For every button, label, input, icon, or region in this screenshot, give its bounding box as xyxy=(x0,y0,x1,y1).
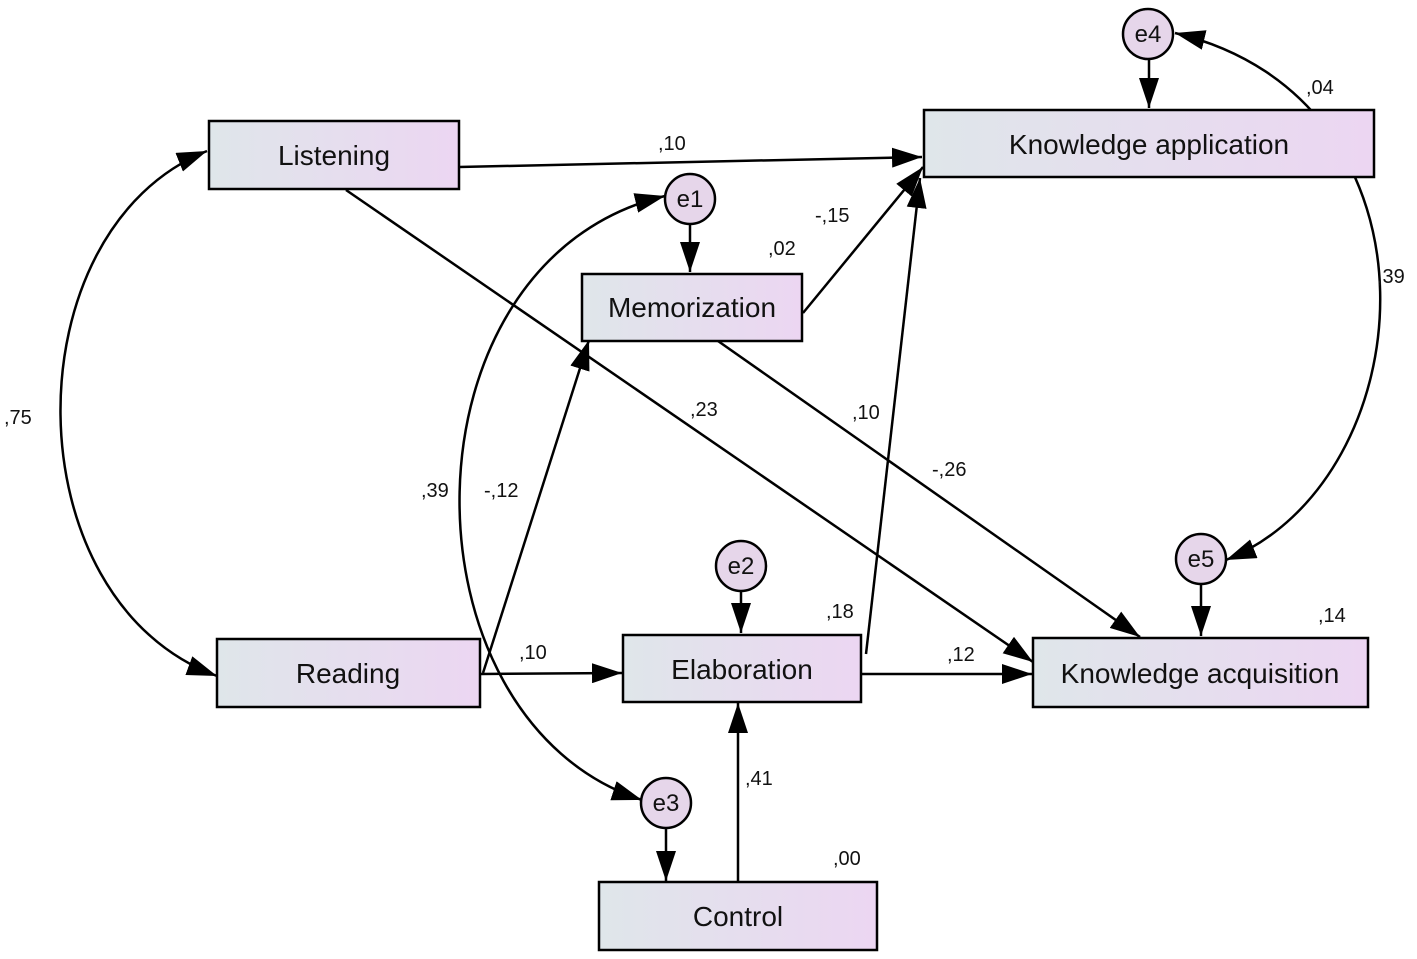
path-listening-acquisition xyxy=(345,188,1034,664)
coef-covariance-e4-e5: ,39 xyxy=(1377,266,1405,288)
coef-reading-memorization: -,12 xyxy=(484,480,518,502)
coef-listening-application: ,10 xyxy=(658,133,686,155)
path-elaboration-application xyxy=(864,177,927,655)
error-e2-label: e2 xyxy=(728,553,755,580)
coef-covariance-listening-reading: ,75 xyxy=(4,407,32,429)
path-listening-application xyxy=(458,147,923,169)
error-e3-label: e3 xyxy=(653,790,680,817)
node-reading-label: Reading xyxy=(296,658,400,689)
node-elaboration: Elaboration xyxy=(621,633,863,704)
coef-elaboration-application: ,10 xyxy=(852,402,880,424)
error-e5-label: e5 xyxy=(1188,546,1215,573)
r2-knowledge-application: ,04 xyxy=(1306,77,1334,99)
path-memorization-application xyxy=(802,166,924,314)
error-e2: e2 xyxy=(714,539,768,593)
node-control: Control xyxy=(597,880,879,952)
path-reading-memorization xyxy=(481,339,591,674)
coef-reading-elaboration: ,10 xyxy=(519,642,547,664)
covariance-listening-reading xyxy=(59,149,218,678)
coef-control-elaboration: ,41 xyxy=(745,768,773,790)
error-e3: e3 xyxy=(639,776,693,830)
r2-memorization: ,02 xyxy=(768,238,796,260)
node-elaboration-label: Elaboration xyxy=(671,654,813,685)
coef-memorization-application: -,15 xyxy=(815,205,849,227)
node-control-label: Control xyxy=(693,901,783,932)
node-listening-label: Listening xyxy=(278,140,390,171)
error-e4-label: e4 xyxy=(1135,21,1162,48)
node-knowledge-acquisition-label: Knowledge acquisition xyxy=(1061,658,1340,689)
coef-listening-acquisition: ,23 xyxy=(690,399,718,421)
path-memorization-acquisition xyxy=(717,339,1141,639)
r2-knowledge-acquisition: ,14 xyxy=(1318,605,1346,627)
r2-elaboration: ,18 xyxy=(826,601,854,623)
node-memorization-label: Memorization xyxy=(608,292,776,323)
node-knowledge-application-label: Knowledge application xyxy=(1009,129,1289,160)
node-listening: Listening xyxy=(207,119,461,191)
path-reading-elaboration xyxy=(480,663,623,684)
covariance-e4-e5 xyxy=(1174,30,1382,562)
error-e1-label: e1 xyxy=(677,186,704,213)
coef-elaboration-acquisition: ,12 xyxy=(947,644,975,666)
node-knowledge-acquisition: Knowledge acquisition xyxy=(1031,636,1370,709)
error-e5: e5 xyxy=(1174,532,1228,586)
node-knowledge-application: Knowledge application xyxy=(922,108,1376,179)
r2-control: ,00 xyxy=(833,848,861,870)
error-e1: e1 xyxy=(663,172,717,226)
node-reading: Reading xyxy=(215,637,482,709)
coef-memorization-acquisition: -,26 xyxy=(932,459,966,481)
node-memorization: Memorization xyxy=(580,272,804,343)
coef-covariance-e1-e3: ,39 xyxy=(421,480,449,502)
error-e4: e4 xyxy=(1121,7,1175,61)
covariance-e1-e3 xyxy=(458,193,666,802)
